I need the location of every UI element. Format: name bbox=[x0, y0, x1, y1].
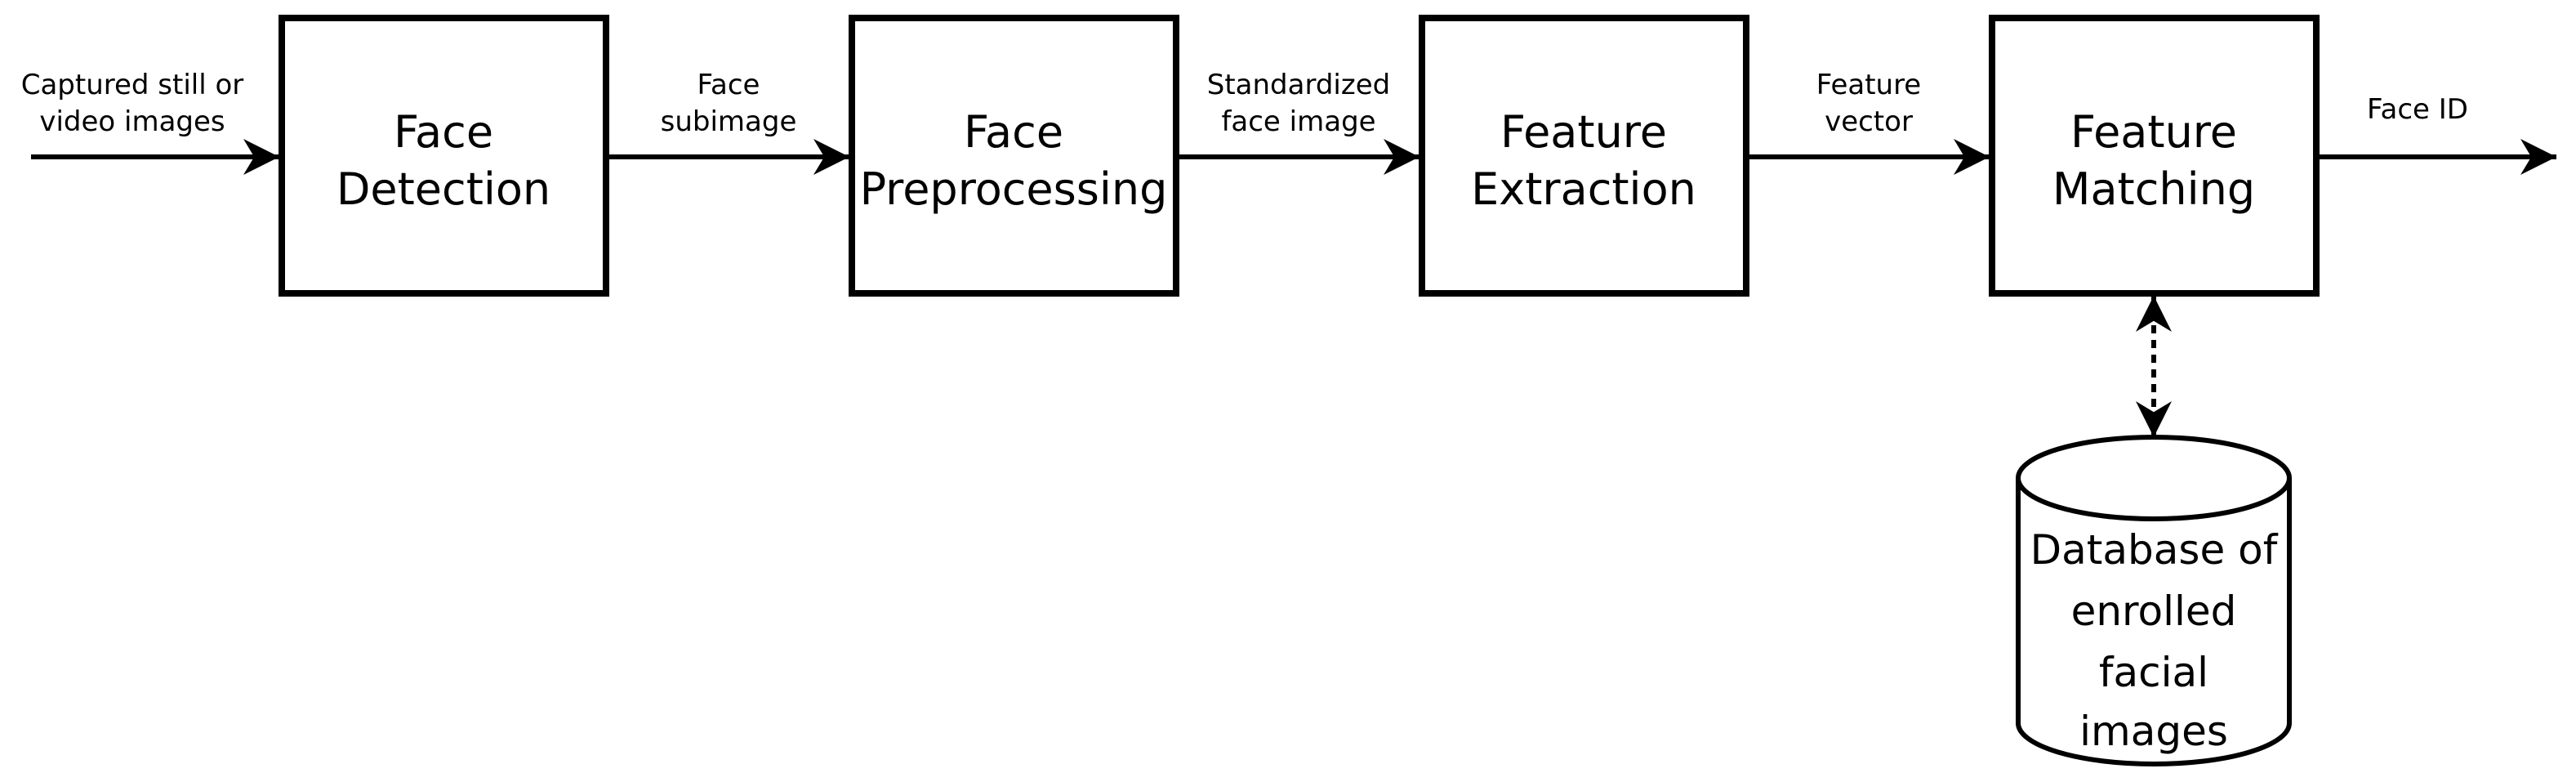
node-feature-matching-line2: Matching bbox=[2052, 163, 2255, 215]
node-face-preprocessing-line2: Preprocessing bbox=[860, 163, 1168, 215]
edge-extraction-to-matching-line2: vector bbox=[1825, 105, 1913, 138]
node-face-preprocessing-line1: Face bbox=[964, 106, 1063, 158]
node-face-detection-line2: Detection bbox=[336, 163, 550, 215]
node-face-detection-line1: Face bbox=[394, 106, 493, 158]
node-feature-extraction-line1: Feature bbox=[1500, 106, 1667, 158]
edge-detection-to-preprocessing: Face subimage bbox=[606, 69, 849, 175]
edge-input-label-line1: Captured still or bbox=[21, 69, 244, 101]
edge-extraction-to-matching: Feature vector bbox=[1746, 69, 1990, 175]
node-feature-matching: Feature Matching bbox=[1989, 15, 2320, 297]
edge-detection-to-preprocessing-line1: Face bbox=[697, 69, 760, 101]
edge-extraction-to-matching-line1: Feature bbox=[1816, 69, 1921, 101]
node-database-line4: images bbox=[2079, 708, 2228, 755]
node-face-detection: Face Detection bbox=[279, 15, 609, 297]
node-database-line1: Database of bbox=[2030, 526, 2279, 574]
node-feature-matching-line1: Feature bbox=[2070, 106, 2237, 158]
edge-detection-to-preprocessing-line2: subimage bbox=[661, 105, 797, 138]
edge-input: Captured still or video images bbox=[21, 69, 279, 175]
edge-preprocessing-to-extraction: Standardized face image bbox=[1176, 69, 1419, 175]
node-database-line2: enrolled bbox=[2071, 588, 2237, 635]
edge-output-label: Face ID bbox=[2367, 93, 2468, 126]
edge-output: Face ID bbox=[2316, 93, 2556, 175]
edge-preprocessing-to-extraction-line1: Standardized bbox=[1207, 69, 1390, 101]
edge-input-label-line2: video images bbox=[39, 105, 225, 138]
node-feature-extraction-line2: Extraction bbox=[1471, 163, 1696, 215]
edge-preprocessing-to-extraction-line2: face image bbox=[1221, 105, 1375, 138]
node-database-cylinder: Database of enrolled facial images bbox=[2016, 435, 2292, 766]
node-feature-extraction: Feature Extraction bbox=[1419, 15, 1749, 297]
node-database-line3: facial bbox=[2099, 649, 2208, 696]
node-face-preprocessing: Face Preprocessing bbox=[849, 15, 1179, 297]
